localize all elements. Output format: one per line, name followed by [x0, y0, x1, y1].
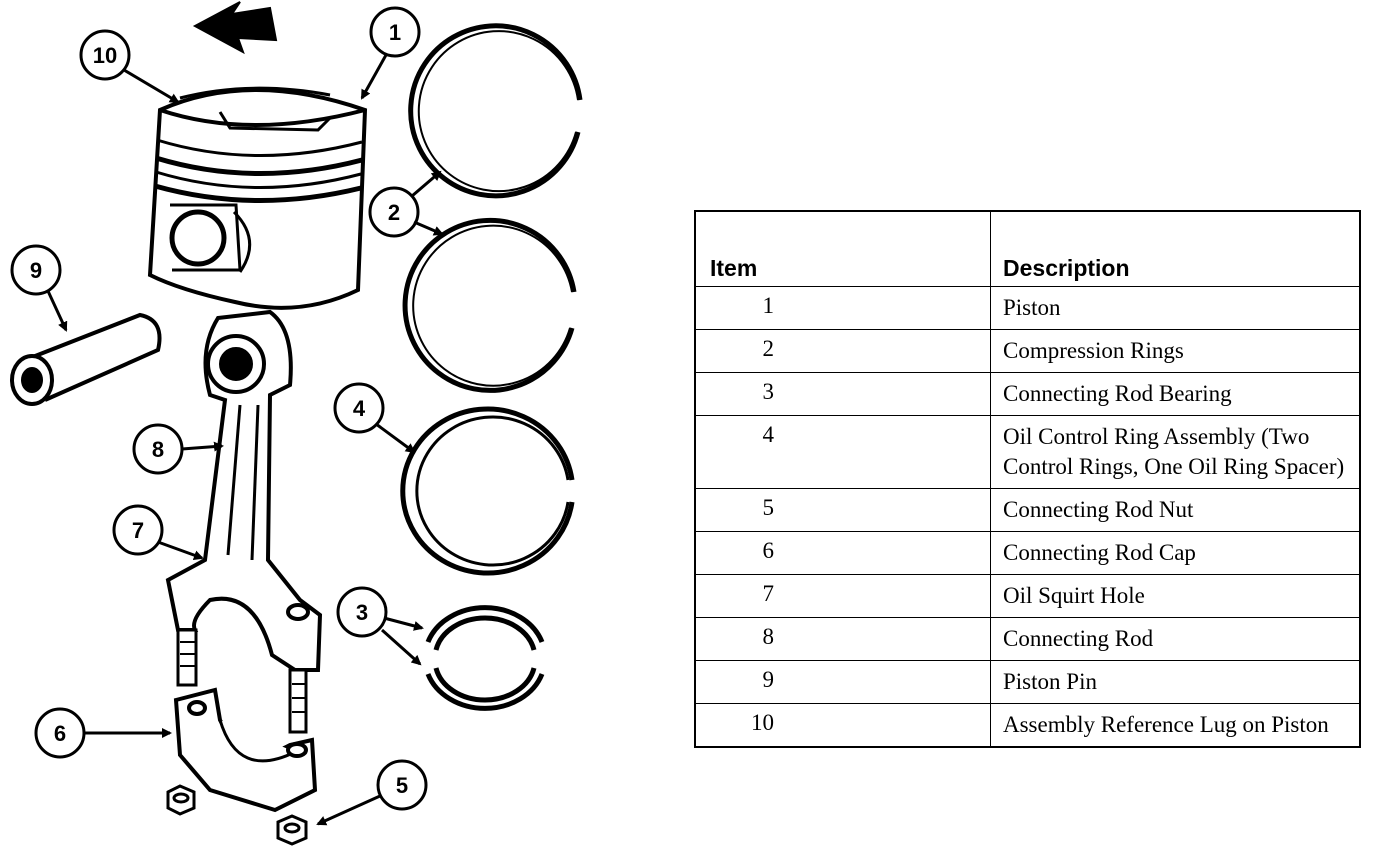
svg-text:10: 10 [93, 43, 117, 68]
callout-4: 4 [333, 382, 416, 454]
item-number: 8 [694, 617, 991, 661]
svg-text:7: 7 [132, 518, 144, 543]
item-number: 10 [694, 703, 991, 748]
piston [147, 86, 368, 310]
svg-text:3: 3 [356, 600, 368, 625]
callout-9: 9 [10, 244, 68, 332]
callout-3: 3 [336, 586, 424, 666]
table-row: 7 Oil Squirt Hole [694, 574, 1361, 618]
callout-2: 2 [368, 170, 444, 238]
item-column-header: Item [694, 210, 991, 287]
table-row: 1 Piston [694, 286, 1361, 330]
svg-text:5: 5 [396, 773, 408, 798]
compression-rings [402, 23, 583, 393]
piston-pin [10, 312, 162, 406]
description-column-header: Description [990, 210, 1361, 287]
parts-legend-table: Item Description 1 Piston 2 Compression … [694, 210, 1361, 748]
item-description: Connecting Rod Cap [990, 531, 1361, 575]
callout-7: 7 [112, 504, 204, 560]
svg-text:8: 8 [152, 437, 164, 462]
oil-control-ring [400, 406, 575, 576]
item-number: 4 [694, 415, 991, 489]
connecting-rod [165, 309, 323, 734]
callout-6: 6 [34, 707, 172, 759]
table-row: 10 Assembly Reference Lug on Piston [694, 703, 1361, 748]
table-row: 2 Compression Rings [694, 329, 1361, 373]
item-number: 1 [694, 286, 991, 330]
connecting-rod-nuts [166, 784, 308, 846]
item-description: Connecting Rod Bearing [990, 372, 1361, 416]
svg-text:2: 2 [388, 200, 400, 225]
svg-text:4: 4 [353, 396, 366, 421]
table-row: 6 Connecting Rod Cap [694, 531, 1361, 575]
item-description: Piston [990, 286, 1361, 330]
item-number: 6 [694, 531, 991, 575]
table-row: 4 Oil Control Ring Assembly (Two Control… [694, 415, 1361, 489]
svg-text:6: 6 [54, 721, 66, 746]
callout-5: 5 [316, 759, 428, 826]
svg-text:1: 1 [389, 20, 401, 45]
item-description: Oil Squirt Hole [990, 574, 1361, 618]
item-description: Assembly Reference Lug on Piston [990, 703, 1361, 748]
connecting-rod-cap [173, 687, 318, 813]
item-description: Oil Control Ring Assembly (Two Control R… [990, 415, 1361, 489]
item-number: 9 [694, 660, 991, 704]
callout-10: 10 [79, 29, 180, 104]
item-description: Connecting Rod Nut [990, 488, 1361, 532]
callout-1: 1 [360, 6, 421, 100]
piston-assembly-diagram: 1 2 3 4 5 6 7 8 9 [10, 1, 583, 846]
connecting-rod-bearing [425, 605, 545, 711]
item-number: 2 [694, 329, 991, 373]
table-row: 9 Piston Pin [694, 660, 1361, 704]
table-header-row: Item Description [694, 210, 1361, 287]
item-number: 3 [694, 372, 991, 416]
front-direction-arrow [192, 1, 278, 55]
item-number: 5 [694, 488, 991, 532]
item-description: Connecting Rod [990, 617, 1361, 661]
item-number: 7 [694, 574, 991, 618]
callout-8: 8 [132, 423, 224, 475]
table-row: 8 Connecting Rod [694, 617, 1361, 661]
svg-text:9: 9 [30, 258, 42, 283]
item-description: Piston Pin [990, 660, 1361, 704]
table-row: 3 Connecting Rod Bearing [694, 372, 1361, 416]
item-description: Compression Rings [990, 329, 1361, 373]
table-row: 5 Connecting Rod Nut [694, 488, 1361, 532]
